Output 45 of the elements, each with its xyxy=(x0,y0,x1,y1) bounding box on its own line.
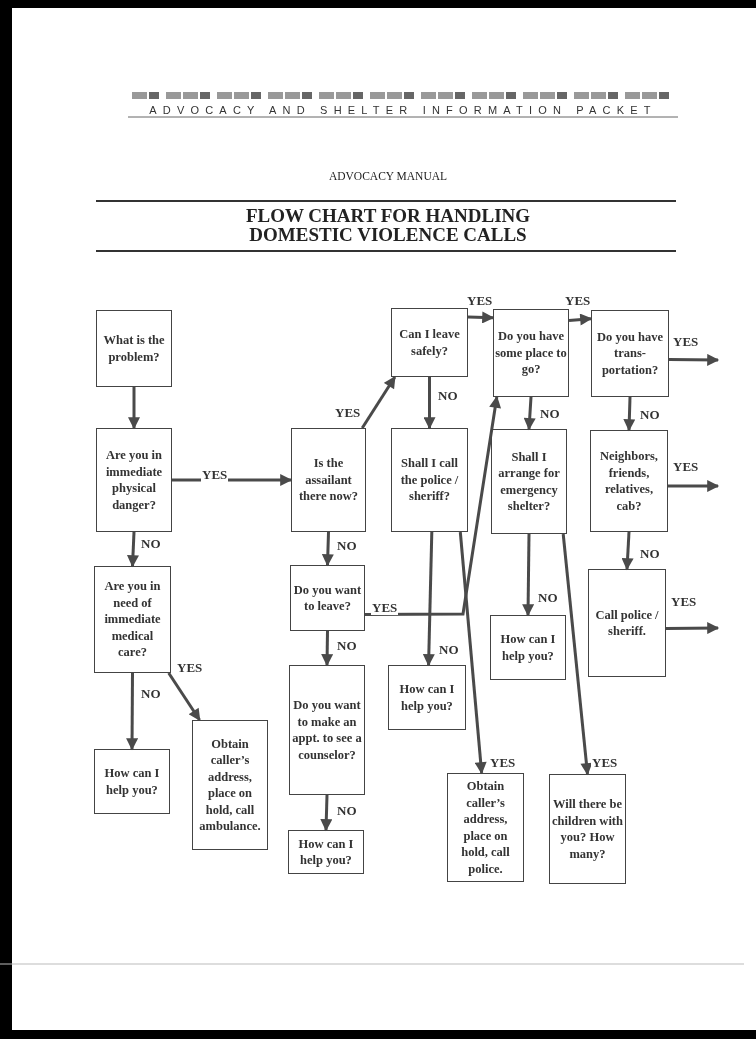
process-box: Neighbors, friends, relatives, cab? xyxy=(590,430,668,532)
arrow xyxy=(623,396,636,432)
process-box: Will there be children with you? How many? xyxy=(549,774,626,884)
arrow xyxy=(561,533,593,776)
process-box: Do you have some place to go? xyxy=(493,309,569,397)
arrow xyxy=(523,396,536,431)
arrow xyxy=(621,531,634,571)
arrow xyxy=(128,387,140,430)
arrow xyxy=(361,376,397,429)
process-box: Do you want to make an appt. to see a counselor? xyxy=(289,665,365,795)
arrow xyxy=(365,395,502,616)
process-box: What is the problem? xyxy=(96,310,172,387)
arrow xyxy=(422,531,435,667)
arrow xyxy=(321,630,334,667)
arrow xyxy=(320,794,333,832)
arrow xyxy=(127,531,139,568)
process-box: Do you want to leave? xyxy=(290,565,365,631)
process-box: Shall I call the police / sheriff? xyxy=(391,428,468,532)
title: FLOW CHART FOR HANDLING DOMESTIC VIOLENCE CALLS xyxy=(244,206,532,244)
arrow xyxy=(126,673,139,751)
arrow xyxy=(568,313,593,326)
arrow xyxy=(522,533,535,617)
process-box: Shall I arrange for emergency shelter? xyxy=(491,429,567,534)
arrow xyxy=(668,480,720,492)
header-text: ADVOCACY AND SHELTER INFORMATION PACKET xyxy=(148,105,658,116)
process-box: Obtain caller’s address, place on hold, call police. xyxy=(447,773,524,882)
process-box: How can I help you? xyxy=(94,749,170,814)
process-box: Call police / sheriff. xyxy=(588,569,666,677)
arrow xyxy=(467,311,495,324)
process-box: Do you have trans- portation? xyxy=(591,310,669,397)
process-box: Obtain caller’s address, place on hold, call ambulance. xyxy=(192,720,268,850)
arrow xyxy=(669,353,720,366)
subtitle: ADVOCACY MANUAL xyxy=(327,171,449,183)
process-box: How can I help you? xyxy=(490,615,566,680)
arrow xyxy=(423,377,436,430)
arrow xyxy=(666,622,720,635)
arrow xyxy=(458,531,487,775)
process-box: Are you in need of immediate medical care? xyxy=(94,566,171,673)
process-box: How can I help you? xyxy=(288,830,364,874)
process-box: How can I help you? xyxy=(388,665,466,730)
process-box: Can I leave safely? xyxy=(391,308,468,377)
process-box: Are you in immediate physical danger? xyxy=(96,428,172,532)
arrow xyxy=(321,531,334,567)
arrow xyxy=(167,672,201,721)
process-box: Is the assailant there now? xyxy=(291,428,366,532)
